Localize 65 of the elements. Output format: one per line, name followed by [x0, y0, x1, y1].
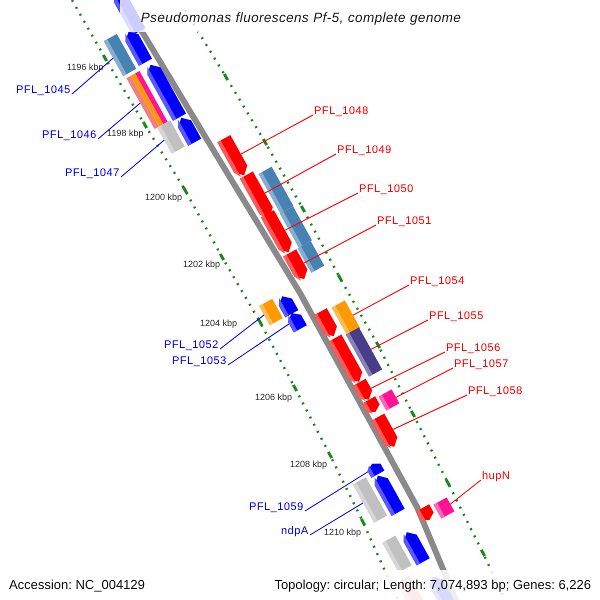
- gene-label: PFL_1049: [337, 144, 392, 157]
- leader-line: [450, 480, 482, 505]
- position-label: 1210 kbp: [324, 527, 362, 538]
- leader-line: [310, 502, 364, 536]
- gene-label: PFL_1045: [16, 84, 71, 97]
- leader-line: [220, 314, 265, 350]
- gene-feature: [314, 308, 337, 338]
- gene-feature: [258, 166, 294, 214]
- gene-label: PFL_1056: [446, 342, 501, 355]
- footer-text: Accession: NC_004129: [9, 577, 145, 592]
- gene-feature: [178, 118, 202, 146]
- footer-text: Topology: circular; Length: 7,074,893 bp; Genes: 6,226: [274, 577, 591, 592]
- position-label: 1202 kbp: [183, 259, 220, 270]
- gene-label: ndpA: [281, 525, 309, 538]
- position-label: 1196 kbp: [67, 62, 104, 73]
- gene-feature: [362, 396, 380, 414]
- gene-label: PFL_1054: [410, 275, 465, 288]
- leader-line: [98, 102, 141, 140]
- position-label: 1204 kbp: [200, 318, 238, 329]
- leader-line: [304, 471, 368, 512]
- leader-line: [352, 284, 410, 316]
- leader-line: [370, 320, 428, 350]
- gene-label: PFL_1048: [314, 105, 369, 118]
- gene-label: PFL_1055: [429, 310, 484, 323]
- leader-line: [284, 192, 358, 231]
- gene-feature: [404, 532, 430, 566]
- gene-feature: [374, 476, 405, 516]
- gene-label: PFL_1046: [42, 129, 97, 142]
- position-label: 1200 kbp: [145, 192, 182, 203]
- position-label: 1206 kbp: [255, 392, 292, 403]
- leader-line: [370, 352, 446, 389]
- gene-feature: [280, 206, 312, 248]
- gene-label: PFL_1057: [454, 358, 509, 371]
- gene-feature: [147, 64, 186, 121]
- gene-label: PFL_1051: [377, 215, 432, 228]
- gene-feature: [278, 296, 298, 318]
- gene-label: PFL_1059: [249, 501, 304, 514]
- gene-feature: [125, 32, 152, 66]
- gene-label: PFL_1058: [468, 385, 523, 398]
- gene-feature: [328, 334, 362, 384]
- gene-feature: [371, 414, 398, 449]
- gene-feature: [298, 241, 324, 273]
- gene-feature: [378, 389, 400, 411]
- leader-line: [120, 140, 165, 178]
- gene-label: PFL_1053: [172, 355, 227, 368]
- gene-feature: [217, 135, 248, 178]
- gene-feature: [416, 504, 434, 522]
- leader-line: [228, 323, 290, 366]
- gene-label: PFL_1050: [359, 183, 414, 196]
- gene-feature: [367, 464, 384, 478]
- leader-line: [303, 224, 376, 264]
- gene-feature: [288, 313, 307, 332]
- gene-label: PFL_1047: [65, 167, 120, 180]
- position-label: 1198 kbp: [107, 128, 144, 139]
- leader-line: [396, 368, 454, 398]
- gene-feature: [259, 298, 283, 326]
- gene-feature: [126, 71, 168, 129]
- gene-feature: [434, 497, 454, 519]
- leader-line: [72, 58, 114, 94]
- leader-line: [240, 114, 314, 155]
- leader-line: [392, 394, 468, 430]
- gene-label: hupN: [482, 470, 510, 483]
- position-label: 1208 kbp: [290, 459, 328, 470]
- gene-label: PFL_1052: [164, 339, 219, 352]
- leader-line: [264, 154, 336, 194]
